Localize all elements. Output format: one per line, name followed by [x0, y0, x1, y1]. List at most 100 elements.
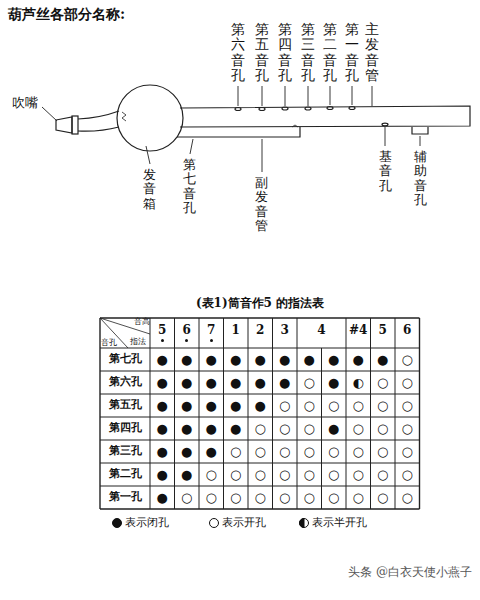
fingering-mark: ● — [304, 353, 315, 366]
fingering-mark: ● — [206, 445, 217, 458]
fingering-mark: ● — [328, 376, 339, 389]
part-name: 副发音管 — [255, 176, 268, 233]
fingering-mark: ● — [181, 422, 192, 435]
fingering-mark: ○ — [328, 468, 339, 481]
legend-text: 表示闭孔 — [125, 517, 169, 530]
fingering-mark: ○ — [206, 468, 217, 481]
row-header: 第三孔 — [109, 445, 142, 458]
row-header: 第二孔 — [109, 468, 142, 481]
fingering-mark: ● — [157, 491, 168, 504]
grid-line — [100, 318, 128, 348]
grid-line — [346, 318, 347, 509]
part-name: 第四音孔 — [278, 22, 292, 84]
fingering-mark: ○ — [402, 422, 413, 435]
fingering-mark: ○ — [279, 445, 290, 458]
grid-line — [100, 486, 420, 487]
fingering-mark: ● — [255, 376, 266, 389]
fingering-mark: ● — [328, 422, 339, 435]
fingering-mark: ○ — [304, 445, 315, 458]
fingering-mark: ○ — [206, 491, 217, 504]
grid-line — [199, 318, 200, 509]
fingering-mark: ○ — [377, 445, 388, 458]
fingering-mark: ○ — [304, 422, 315, 435]
fingering-mark: ● — [206, 353, 217, 366]
fingering-mark: ○ — [304, 468, 315, 481]
fingering-mark: ● — [181, 399, 192, 412]
part-name: 主发音管 — [365, 22, 379, 84]
grid-line — [248, 318, 249, 509]
fingering-mark: ● — [206, 422, 217, 435]
fingering-mark: ● — [255, 353, 266, 366]
fingering-mark: ○ — [230, 491, 241, 504]
fingering-mark: ○ — [402, 468, 413, 481]
fingering-mark: ● — [181, 376, 192, 389]
pitch-header: 1 — [232, 324, 240, 338]
fingering-mark: ● — [206, 399, 217, 412]
fingering-mark: ● — [230, 422, 241, 435]
part-name: 发音箱 — [143, 168, 156, 211]
fingering-mark: ○ — [328, 445, 339, 458]
low-octave-dot — [210, 339, 213, 342]
grid-line — [99, 318, 100, 509]
fingering-mark: ○ — [181, 491, 192, 504]
grid-line — [297, 318, 298, 509]
low-octave-dot — [185, 339, 188, 342]
part-name: 第一音孔 — [345, 22, 359, 84]
fingering-mark: ○ — [255, 491, 266, 504]
grid-line — [100, 440, 420, 441]
grid-line — [370, 318, 371, 509]
fingering-mark: ● — [181, 353, 192, 366]
fingering-mark: ○ — [255, 445, 266, 458]
fingering-mark: ○ — [377, 376, 388, 389]
grid-line — [223, 318, 224, 509]
part-name: 基音孔 — [379, 150, 392, 193]
fingering-mark: ● — [157, 353, 168, 366]
part-name: 第五音孔 — [255, 22, 269, 84]
fingering-mark: ○ — [377, 468, 388, 481]
part-name: 第七音孔 — [183, 158, 196, 215]
grid-line — [100, 508, 420, 509]
pitch-header: 6 — [403, 324, 411, 338]
pitch-header: 5 — [379, 324, 387, 338]
legend-text: 表示半开孔 — [312, 517, 367, 530]
corner-header: 音孔 — [101, 339, 117, 347]
part-name: 吹嘴 — [12, 96, 38, 111]
grid-line — [272, 318, 273, 509]
watermark: 头条 @白衣天使小燕子 — [348, 566, 472, 580]
fingering-mark: ● — [230, 376, 241, 389]
leader-lines — [42, 86, 420, 172]
fingering-mark: ○ — [279, 399, 290, 412]
pitch-header: 3 — [281, 324, 289, 338]
fingering-mark: ○ — [377, 491, 388, 504]
fingering-mark: ● — [157, 445, 168, 458]
row-header: 第一孔 — [109, 491, 142, 504]
corner-header: 音高 — [134, 318, 150, 326]
fingering-mark: ○ — [255, 422, 266, 435]
diagram-title: 葫芦丝各部分名称: — [8, 6, 125, 22]
fingering-mark: ○ — [353, 491, 364, 504]
fingering-mark: ● — [353, 353, 364, 366]
instrument-outline — [56, 85, 470, 151]
fingering-mark: ● — [206, 376, 217, 389]
row-header: 第七孔 — [109, 353, 142, 366]
fingering-mark: ○ — [304, 399, 315, 412]
fingering-mark: ○ — [402, 399, 413, 412]
row-header: 第六孔 — [109, 376, 142, 389]
fingering-mark: ○ — [353, 468, 364, 481]
fingering-mark: ○ — [279, 468, 290, 481]
fingering-mark: ○ — [353, 445, 364, 458]
part-name: 第二音孔 — [323, 22, 337, 84]
fingering-mark: ● — [157, 376, 168, 389]
fingering-mark: ○ — [402, 491, 413, 504]
fingering-mark: ○ — [304, 376, 315, 389]
row-header: 第四孔 — [109, 422, 142, 435]
pitch-header: 7 — [207, 324, 215, 338]
grid-line — [100, 463, 420, 464]
fingering-mark: ● — [279, 376, 290, 389]
fingering-mark: ○ — [377, 422, 388, 435]
fingering-mark: ● — [157, 422, 168, 435]
fingering-mark: ○ — [402, 445, 413, 458]
legend-text: 表示开孔 — [222, 517, 266, 530]
fingering-mark: ○ — [230, 468, 241, 481]
fingering-mark: ● — [377, 353, 388, 366]
